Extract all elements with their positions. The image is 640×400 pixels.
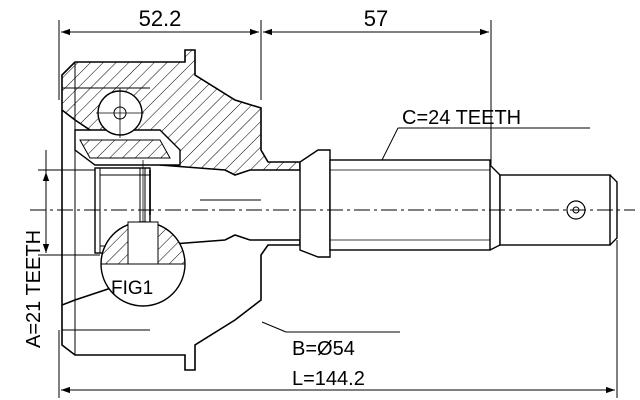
shaft-length-label: 57	[364, 6, 388, 31]
shaft	[299, 149, 618, 258]
inner-spline-dim	[38, 150, 100, 256]
extension-lines	[58, 20, 618, 398]
fig1-label: FIG1	[111, 278, 153, 299]
ball	[96, 88, 144, 138]
leader-lines	[261, 127, 590, 333]
outer-diameter-label: B=Ø54	[292, 338, 355, 360]
total-length-label: L=144.2	[292, 368, 365, 390]
outer-spline-label: C=24 TEETH	[402, 107, 521, 129]
inner-spline-label: A=21 TEETH	[23, 230, 45, 348]
housing-length-label: 52.2	[139, 6, 182, 31]
fig1-detail	[100, 160, 186, 307]
